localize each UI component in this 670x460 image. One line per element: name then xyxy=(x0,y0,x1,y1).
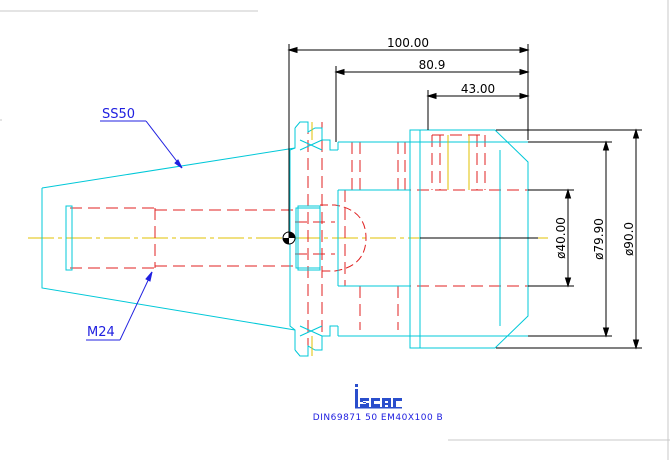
bore-dome xyxy=(320,204,367,272)
callout-thread xyxy=(86,271,153,341)
axial-dimensions xyxy=(287,44,530,238)
brand-logo xyxy=(355,384,402,409)
dim-dia-bore: ø40.00 xyxy=(554,217,568,259)
callout-taper xyxy=(100,120,183,169)
dim-length-overall: 100.00 xyxy=(387,36,429,50)
callout-taper-label: SS50 xyxy=(102,107,135,122)
callout-thread-label: M24 xyxy=(87,325,115,340)
dim-dia-nut: ø79.90 xyxy=(592,218,606,260)
dim-length-front: 43.00 xyxy=(461,82,495,96)
diameter-dimensions xyxy=(420,128,642,350)
part-designation: DIN69871 50 EM40X100 B xyxy=(313,413,443,423)
thread-marks xyxy=(311,122,470,356)
dim-dia-flange: ø90.0 xyxy=(622,222,636,256)
dim-length-body: 80.9 xyxy=(419,58,446,72)
